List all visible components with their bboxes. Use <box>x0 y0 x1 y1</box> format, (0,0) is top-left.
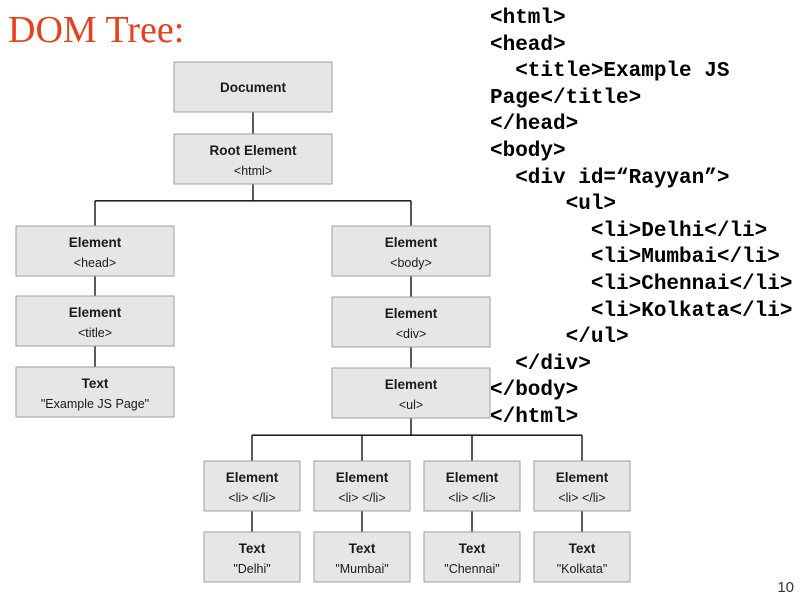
tree-node-box <box>203 460 301 512</box>
tree-node-kind: Element <box>446 470 499 485</box>
tree-node-value: "Chennai" <box>444 562 499 576</box>
tree-node-box <box>313 531 411 583</box>
code-line: </ul> <box>490 326 629 350</box>
code-line: <li>Delhi</li> <box>490 219 768 243</box>
tree-node-box <box>331 296 491 348</box>
tree-node-head: Element <head> <box>15 225 175 277</box>
tree-node-kind: Element <box>556 470 609 485</box>
tree-node-value: <li> </li> <box>338 491 385 505</box>
tree-node-li-4: Element <li> </li> <box>533 460 631 512</box>
code-line: <html> <box>490 7 566 30</box>
tree-node-li-3: Element <li> </li> <box>423 460 521 512</box>
tree-node-value: <head> <box>74 256 116 270</box>
code-line: <head> <box>490 33 566 57</box>
slide-title: DOM Tree: <box>8 9 185 51</box>
tree-node-value: <title> <box>78 326 112 340</box>
tree-node-value: <ul> <box>399 398 423 412</box>
tree-node-value: <div> <box>396 327 427 341</box>
code-line: </div> <box>490 352 591 376</box>
code-line: </html> <box>490 405 579 429</box>
tree-node-box <box>313 460 411 512</box>
code-line: <li>Chennai</li> <box>490 272 793 296</box>
tree-node-value: <li> </li> <box>448 491 495 505</box>
tree-node-kind: Element <box>385 377 438 392</box>
tree-node-box <box>533 460 631 512</box>
code-line: <ul> <box>490 193 617 217</box>
tree-node-value: "Example JS Page" <box>41 397 149 411</box>
tree-node-kind: Text <box>459 541 486 556</box>
tree-node-kind: Element <box>69 235 122 250</box>
tree-node-root: Root Element <html> <box>173 133 333 185</box>
tree-node-kind: Element <box>385 306 438 321</box>
tree-node-value: "Mumbai" <box>335 562 388 576</box>
tree-node-value: <body> <box>390 256 432 270</box>
tree-node-box <box>173 133 333 185</box>
tree-node-ul: Element <ul> <box>331 367 491 419</box>
tree-node-kind: Element <box>69 305 122 320</box>
tree-node-box <box>331 367 491 419</box>
tree-node-box <box>331 225 491 277</box>
tree-node-kind: Document <box>220 80 287 95</box>
tree-node-text-chennai: Text "Chennai" <box>423 531 521 583</box>
tree-node-box <box>423 531 521 583</box>
tree-node-box <box>173 61 333 113</box>
tree-node-li-2: Element <li> </li> <box>313 460 411 512</box>
tree-node-title-text: Text "Example JS Page" <box>15 366 175 418</box>
code-line: </head> <box>490 113 579 137</box>
tree-node-body: Element <body> <box>331 225 491 277</box>
tree-node-kind: Text <box>82 376 109 391</box>
tree-connectors <box>94 112 583 532</box>
tree-node-kind: Text <box>239 541 266 556</box>
tree-node-box <box>203 531 301 583</box>
tree-node-value: "Kolkata" <box>557 562 608 576</box>
code-line: <title>Example JS <box>490 60 730 84</box>
tree-node-li-1: Element <li> </li> <box>203 460 301 512</box>
tree-node-title: Element <title> <box>15 295 175 347</box>
tree-node-kind: Root Element <box>209 143 297 158</box>
tree-node-value: <html> <box>234 164 272 178</box>
html-code-listing: <html> <head> <title>Example JS Page</ti… <box>490 6 800 436</box>
tree-node-div: Element <div> <box>331 296 491 348</box>
tree-node-box <box>15 225 175 277</box>
code-line: <li>Mumbai</li> <box>490 246 780 270</box>
tree-node-value: <li> </li> <box>228 491 275 505</box>
code-line: <body> <box>490 139 566 163</box>
code-line: <div id=“Rayyan”> <box>490 166 730 190</box>
tree-node-box <box>423 460 521 512</box>
tree-node-kind: Element <box>385 235 438 250</box>
tree-node-box <box>15 366 175 418</box>
tree-node-text-mumbai: Text "Mumbai" <box>313 531 411 583</box>
tree-node-text-delhi: Text "Delhi" <box>203 531 301 583</box>
tree-node-kind: Element <box>336 470 389 485</box>
tree-node-kind: Text <box>349 541 376 556</box>
tree-node-value: <li> </li> <box>558 491 605 505</box>
code-line: Page</title> <box>490 86 642 110</box>
slide-number: 10 <box>777 579 794 596</box>
tree-node-kind: Text <box>569 541 596 556</box>
tree-node-kind: Element <box>226 470 279 485</box>
tree-node-value: "Delhi" <box>233 562 270 576</box>
tree-node-box <box>533 531 631 583</box>
tree-node-text-kolkata: Text "Kolkata" <box>533 531 631 583</box>
tree-node-document: Document <box>173 61 333 113</box>
code-line: <li>Kolkata</li> <box>490 299 793 323</box>
tree-node-box <box>15 295 175 347</box>
code-line: </body> <box>490 379 579 403</box>
